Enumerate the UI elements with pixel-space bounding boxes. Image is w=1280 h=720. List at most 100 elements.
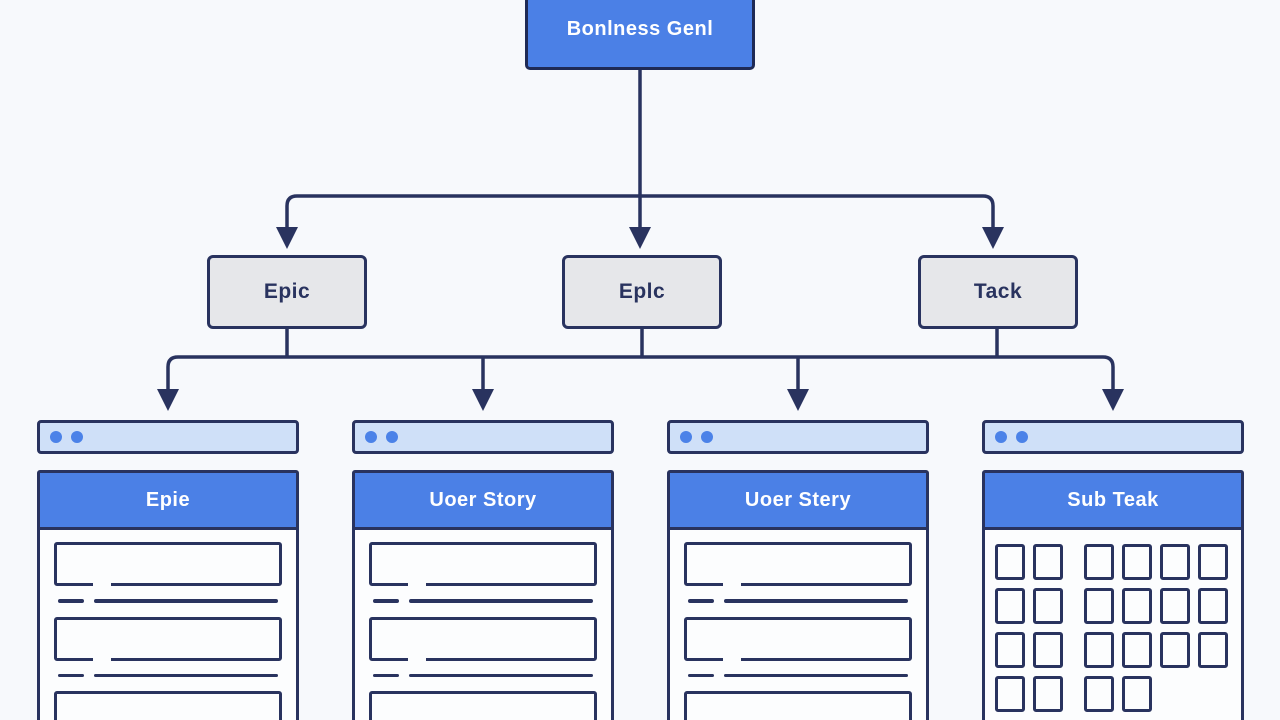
subtask-cell — [1033, 676, 1063, 712]
window-dot-icon — [50, 431, 62, 443]
subtask-cell — [1122, 588, 1152, 624]
subtask-grid-group — [1084, 632, 1228, 668]
list-item-placeholder — [54, 616, 282, 661]
window-dot-icon — [701, 431, 713, 443]
subtask-cell — [1084, 544, 1114, 580]
subtask-cell — [1122, 544, 1152, 580]
card-user-story-1: Uoer Story — [352, 420, 614, 720]
node-label: Tack — [973, 280, 1023, 303]
subtask-cell — [1033, 544, 1063, 580]
node-label: Eplc — [618, 280, 666, 303]
dash-short — [688, 673, 714, 677]
window-titlebar — [37, 420, 299, 454]
card-panel: Epie — [37, 470, 299, 720]
subtask-cell — [1033, 632, 1063, 668]
card-body — [40, 530, 296, 720]
dash-long — [94, 599, 278, 603]
connector-arrowhead — [982, 227, 1004, 249]
card-header: Uoer Stery — [670, 473, 926, 530]
connector-bus-top — [285, 194, 995, 228]
subtask-cell — [1160, 544, 1190, 580]
dash-short — [58, 673, 84, 677]
dash-short — [373, 673, 399, 677]
card-panel: Uoer Stery — [667, 470, 929, 720]
subtask-grid-group — [995, 544, 1063, 580]
text-line-placeholder — [373, 599, 595, 603]
subtask-cell — [1198, 544, 1228, 580]
list-item-placeholder — [54, 691, 282, 720]
subtask-grid-row — [995, 676, 1231, 712]
subtask-cell — [1198, 588, 1228, 624]
subtask-cell — [1122, 632, 1152, 668]
dash-long — [409, 599, 593, 603]
subtask-cell — [1084, 632, 1114, 668]
subtask-cell — [1122, 676, 1152, 712]
subtask-cell — [995, 544, 1025, 580]
node-label: Bonlness Genl — [566, 17, 714, 40]
subtask-grid-group — [995, 632, 1063, 668]
card-title: Uoer Stery — [744, 488, 852, 511]
text-line-placeholder — [58, 673, 280, 677]
connector-arrowhead — [472, 389, 494, 411]
text-line-placeholder — [688, 673, 910, 677]
text-line-placeholder — [373, 673, 595, 677]
card-sub-task: Sub Teak — [982, 420, 1244, 720]
window-dot-icon — [995, 431, 1007, 443]
node-task-right: Tack — [918, 255, 1078, 329]
dash-short — [58, 599, 84, 603]
dash-long — [94, 673, 278, 677]
dash-short — [373, 599, 399, 603]
subtask-grid-row — [995, 632, 1231, 668]
card-header: Epie — [40, 473, 296, 530]
subtask-cell — [995, 588, 1025, 624]
subtask-cell — [995, 632, 1025, 668]
node-business-goal: Bonlness Genl — [525, 0, 755, 70]
dash-short — [688, 599, 714, 603]
window-dot-icon — [365, 431, 377, 443]
connector-bus-bottom — [166, 355, 1115, 390]
window-dot-icon — [1016, 431, 1028, 443]
subtask-cell — [1198, 632, 1228, 668]
list-item-placeholder — [54, 542, 282, 586]
subtask-grid-group — [1084, 544, 1228, 580]
window-titlebar — [667, 420, 929, 454]
card-body — [985, 530, 1241, 720]
card-title: Epie — [145, 488, 191, 511]
subtask-grid-row — [995, 588, 1231, 624]
dash-long — [724, 673, 908, 677]
list-item-placeholder — [369, 691, 597, 720]
subtask-cell — [1084, 588, 1114, 624]
card-panel: Uoer Story — [352, 470, 614, 720]
list-item-placeholder — [684, 616, 912, 661]
dash-long — [724, 599, 908, 603]
subtask-cell — [1160, 588, 1190, 624]
window-dot-icon — [71, 431, 83, 443]
text-line-placeholder — [58, 599, 280, 603]
card-panel: Sub Teak — [982, 470, 1244, 720]
list-item-placeholder — [684, 542, 912, 586]
list-item-placeholder — [369, 616, 597, 661]
list-item-placeholder — [684, 691, 912, 720]
subtask-grid-group — [1084, 676, 1152, 712]
subtask-grid-group — [995, 676, 1063, 712]
window-titlebar — [982, 420, 1244, 454]
card-header: Uoer Story — [355, 473, 611, 530]
connector-arrowhead — [276, 227, 298, 249]
card-body — [670, 530, 926, 720]
connector-arrowhead — [787, 389, 809, 411]
card-epic: Epie — [37, 420, 299, 720]
node-epic-left: Epic — [207, 255, 367, 329]
connector-arrowhead — [1102, 389, 1124, 411]
card-title: Sub Teak — [1067, 488, 1159, 511]
card-title: Uoer Story — [429, 488, 537, 511]
subtask-cell — [1160, 632, 1190, 668]
subtask-grid-group — [995, 588, 1063, 624]
connector-arrowhead — [629, 227, 651, 249]
subtask-cell — [1084, 676, 1114, 712]
card-header: Sub Teak — [985, 473, 1241, 530]
subtask-cell — [995, 676, 1025, 712]
node-epic-middle: Eplc — [562, 255, 722, 329]
subtask-grid-group — [1084, 588, 1228, 624]
